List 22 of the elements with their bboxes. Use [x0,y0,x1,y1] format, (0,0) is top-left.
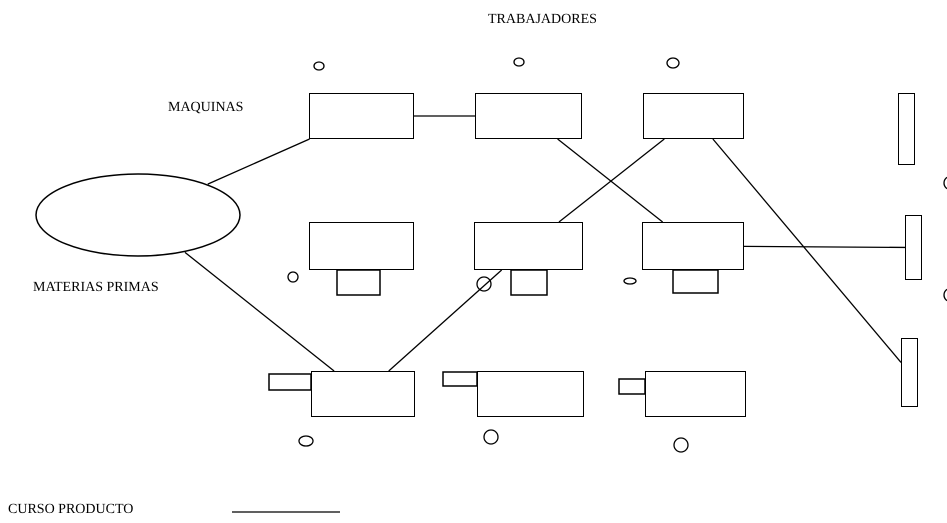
legend-label: CURSO PRODUCTO [8,502,134,518]
machine-box [311,371,415,417]
machine-box [643,93,744,139]
station-bar [898,93,915,165]
machine-box [645,371,746,417]
area-label: TRABAJADORES [488,12,597,28]
machine-box [477,371,584,417]
flow-line [184,252,334,372]
flow-line [208,138,310,185]
area-label: MATERIAS PRIMAS [33,280,159,296]
area-label: MAQUINAS [168,100,244,116]
station-bar [901,338,918,407]
flow-line [712,138,902,363]
flow-line [744,246,905,248]
flow-line [414,115,475,117]
raw-materials-ellipse [35,173,241,257]
machine-box [474,222,583,270]
machine-box [475,93,582,139]
machine-box [309,93,414,139]
machine-box [642,222,744,270]
machine-box [309,222,414,270]
station-bar [905,215,922,280]
